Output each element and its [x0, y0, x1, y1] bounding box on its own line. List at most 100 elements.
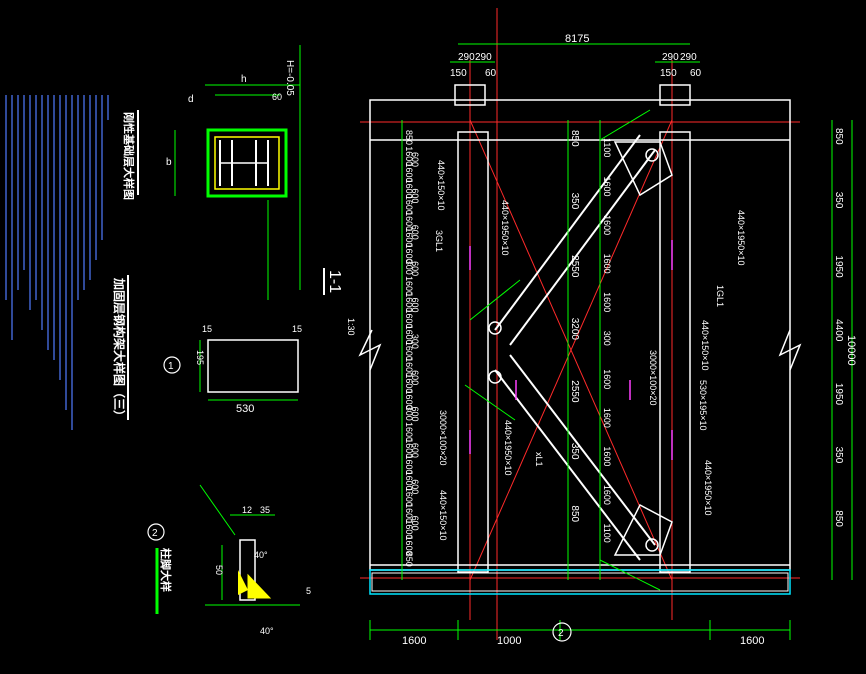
dim-top-right-2: 290: [680, 52, 697, 63]
chain-inner-mid2-dim: 600: [410, 443, 420, 458]
chain-inner-mid2-dim: 600: [410, 188, 420, 203]
dim-right-total: 10000: [845, 335, 857, 366]
detail-1-dim-b: b: [166, 157, 172, 168]
chain-inner-left-dim: 3200: [569, 318, 580, 341]
dim-chain-inner-mid: 1100160016001600160030016001600160016001…: [602, 138, 612, 543]
detail-3-circle: 2: [152, 528, 158, 539]
chain-left-dim: 1600: [404, 325, 414, 345]
chain-inner-mid-dim: 1100: [602, 523, 612, 542]
chain-right-dim: 350: [833, 447, 844, 464]
chain-left-dim: 1600: [404, 454, 414, 474]
chain-left-dim: 1600: [404, 211, 414, 231]
detail-2-dim-right: 15: [292, 324, 302, 334]
chain-left-dim: 1600: [404, 390, 414, 410]
member-label: 440×1950×10: [500, 200, 510, 256]
chain-inner-mid2-dim: 600: [410, 225, 420, 240]
chain-left-dim: 1600: [404, 357, 414, 377]
section-title: 1-1: [326, 270, 343, 293]
member-label: 3000×100×20: [648, 350, 658, 406]
main-title-block: 加固层钢构架大样图（三） 1-1 1:30: [112, 268, 356, 422]
chain-left-dim: 1600: [404, 179, 414, 199]
chain-inner-left-dim: 350: [569, 443, 580, 460]
chain-inner-mid-dim: 1100: [602, 138, 612, 157]
chain-right-dim: 4400: [833, 319, 844, 342]
detail-1-dim-h: h: [241, 74, 247, 85]
member-label: 440×150×10: [700, 320, 710, 371]
section-tag-xl1: xL1: [534, 452, 544, 467]
detail-column-foot: 2 柱脚大样 12 35 50 40° 40° 5: [147, 484, 311, 636]
chain-inner-mid2-dim: 600: [410, 407, 420, 422]
chain-left-dim: 1600: [404, 195, 414, 215]
dim-top-right-4: 60: [690, 68, 702, 79]
member-labels: 440×150×10 440×1950×10 3000×100×20 440×150×…: [436, 160, 746, 541]
dim-top-left-1: 290: [458, 52, 475, 63]
detail-2-dim-left: 15: [202, 324, 212, 334]
chain-left-dim: 1600: [404, 227, 414, 247]
chain-left-dim: 1600: [404, 373, 414, 393]
chain-inner-mid-dim: 1600: [602, 485, 612, 505]
chain-left-dim: 1600: [404, 244, 414, 264]
chain-left-dim: 300: [404, 406, 414, 421]
dim-bottom-2: 1000: [497, 635, 521, 647]
dim-top-right-1: 290: [662, 52, 679, 63]
chain-inner-mid2-dim: 300: [410, 334, 420, 349]
member-label: 440×150×10: [436, 160, 446, 211]
chain-left-dim: 1600: [404, 276, 414, 296]
chain-inner-mid-dim: 300: [602, 331, 612, 346]
chain-inner-left-dim: 850: [569, 505, 580, 522]
chain-inner-mid-dim: 1600: [602, 292, 612, 312]
main-title: 加固层钢构架大样图（三）: [112, 277, 127, 422]
member-label: 440×1950×10: [736, 210, 746, 266]
dim-chain-left: 8501600160016001600160016001600300160016…: [404, 130, 414, 567]
detail-2-dim-width: 530: [236, 403, 254, 415]
chain-inner-left-dim: 850: [569, 130, 580, 147]
member-label: 3000×100×20: [438, 410, 448, 466]
dim-bottom-3: 1600: [740, 635, 764, 647]
chain-left-dim: 1600: [404, 487, 414, 507]
chain-right-dim: 1950: [833, 383, 844, 406]
main-elevation: 8175 290 290 150 60 290 290 150 60 85016…: [358, 8, 857, 647]
member-label: 440×150×10: [438, 490, 448, 541]
chain-inner-mid-dim: 1600: [602, 254, 612, 274]
detail-1-elevation: H=-0.05: [284, 60, 295, 96]
circle-tag-bottom: 2: [558, 628, 564, 639]
chain-left-dim: 1600: [404, 536, 414, 556]
detail-2-circle: 1: [168, 361, 174, 372]
chain-left-dim: 1600: [404, 503, 414, 523]
detail-1-title: 刚性基础层大样图: [122, 112, 136, 200]
section-tag-1gl1: 1GL1: [715, 285, 725, 307]
dim-bottom-1: 1600: [402, 635, 426, 647]
dim-top-left-3: 150: [450, 68, 467, 79]
chain-left-dim: 1600: [404, 162, 414, 182]
chain-inner-mid-dim: 1600: [602, 408, 612, 428]
chain-inner-mid2-dim: 600: [410, 152, 420, 167]
section-scale: 1:30: [346, 318, 356, 336]
chain-right-dim: 850: [833, 128, 844, 145]
detail-3-angle-2: 40°: [260, 626, 274, 636]
detail-2-dim-height: 195: [195, 350, 205, 365]
chain-right-dim: 850: [833, 510, 844, 527]
chain-inner-mid-dim: 1600: [602, 446, 612, 466]
notes-panel: [5, 95, 109, 430]
chain-inner-mid-dim: 1600: [602, 215, 612, 235]
chain-inner-left-dim: 2550: [569, 380, 580, 403]
chain-left-dim: 1600: [404, 292, 414, 312]
chain-left-dim: 1600: [404, 146, 414, 166]
section-tag-3gl1: 3GL1: [434, 230, 444, 252]
chain-left-dim: 850: [404, 130, 414, 145]
detail-3-dim-35: 35: [260, 505, 270, 515]
detail-base-section: h b d H=-0.05 60 刚性基础层大样图: [122, 45, 301, 300]
member-label: 530×195×10: [698, 380, 708, 431]
chain-inner-mid-dim: 1600: [602, 369, 612, 389]
chain-inner-mid2-dim: 600: [410, 370, 420, 385]
chain-left-dim: 1600: [404, 519, 414, 539]
chain-inner-left-dim: 2550: [569, 255, 580, 278]
member-label: 440×1950×10: [503, 420, 513, 476]
chain-inner-mid2-dim: 600: [410, 297, 420, 312]
dim-top-left-4: 60: [485, 68, 497, 79]
chain-inner-left-dim: 350: [569, 193, 580, 210]
detail-3-dim-5: 5: [306, 586, 311, 596]
